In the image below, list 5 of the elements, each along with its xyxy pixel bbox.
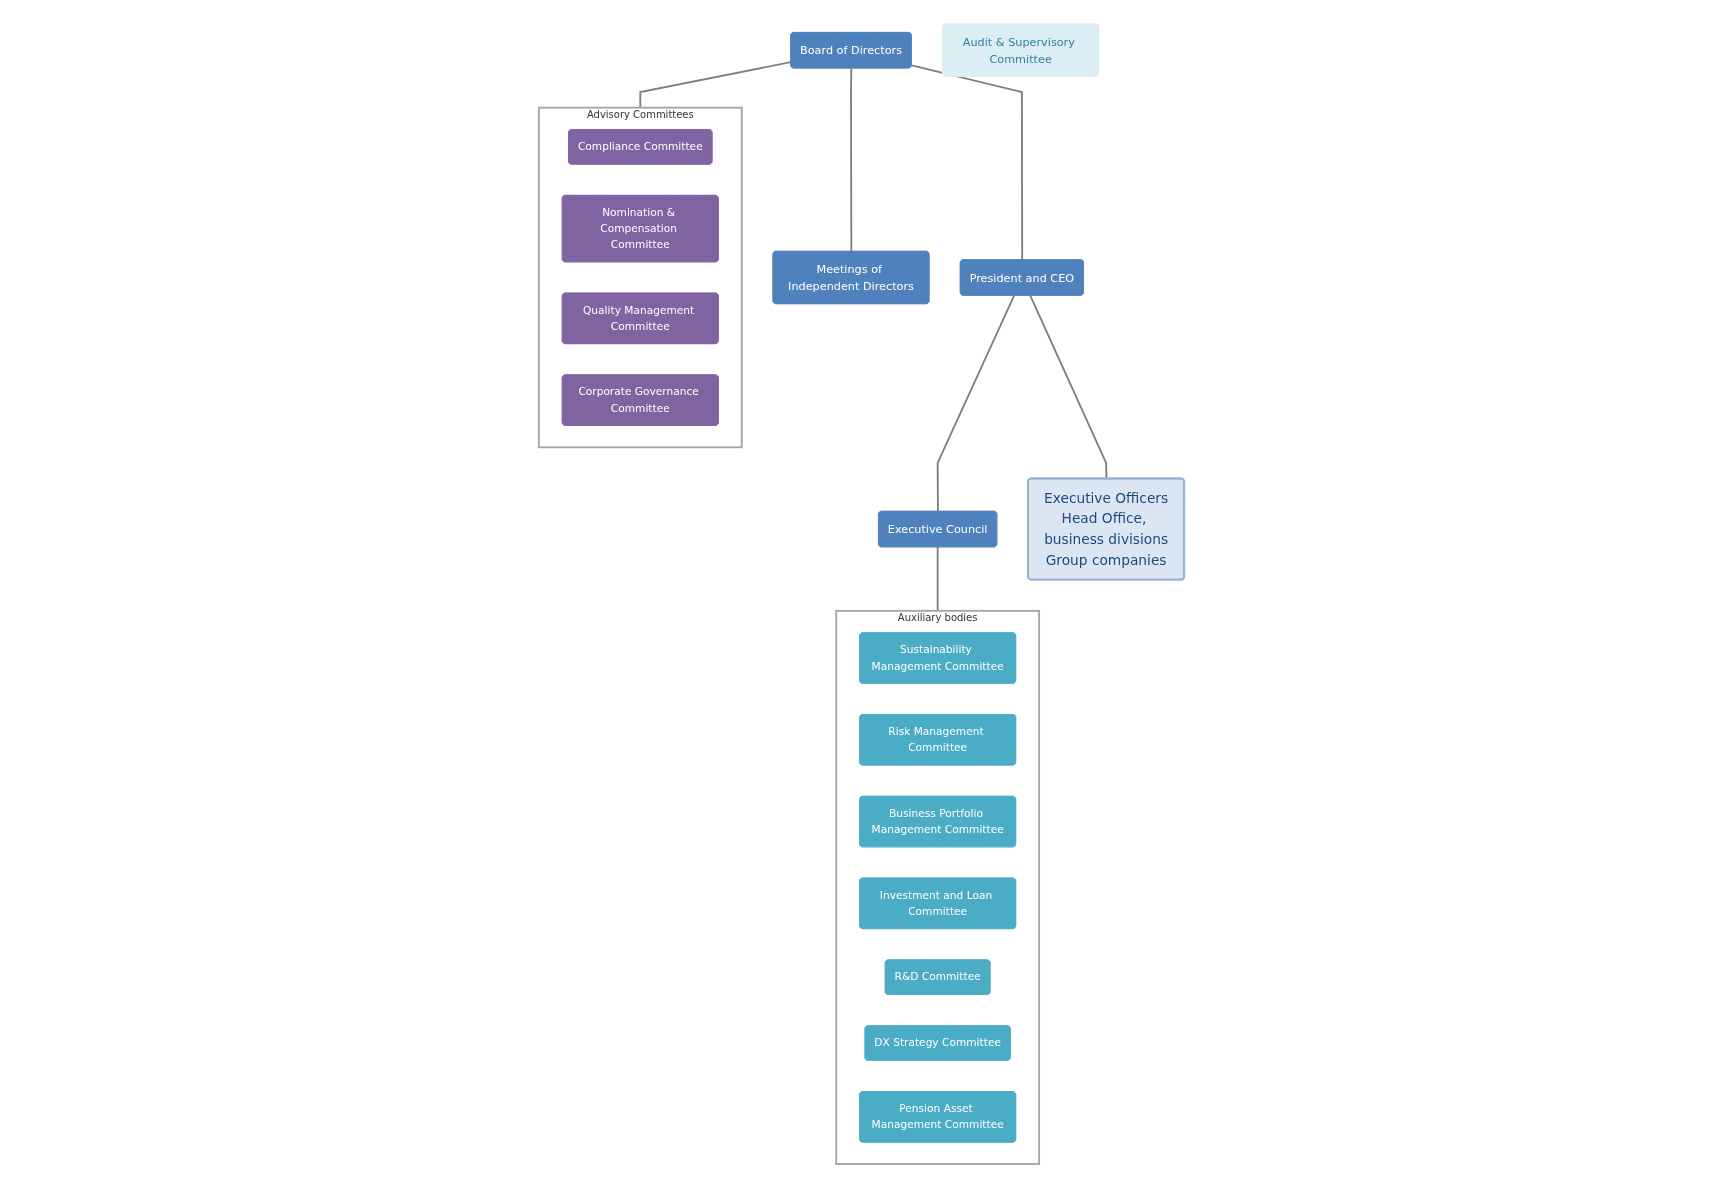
connector	[639, 60, 792, 109]
connector	[910, 63, 1024, 261]
connector	[1029, 294, 1108, 480]
connector	[850, 66, 853, 252]
connector	[936, 545, 939, 612]
